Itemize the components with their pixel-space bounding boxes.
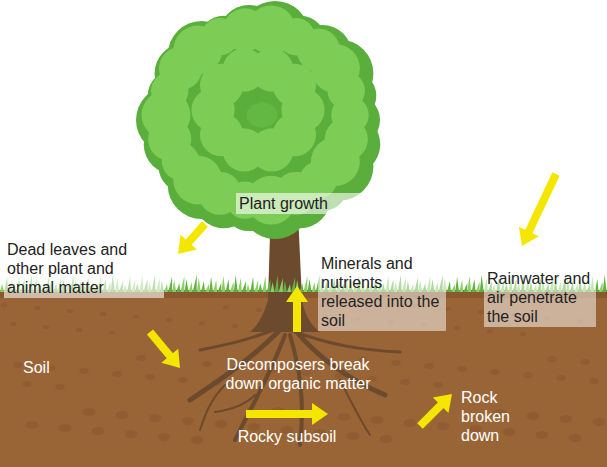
- roots: [190, 328, 400, 445]
- label: Plant growth: [236, 193, 364, 214]
- label: Rainwater and air penetrate the soil: [484, 268, 596, 327]
- label: Decomposers break down organic matter: [208, 354, 388, 394]
- label: Soil: [20, 357, 80, 378]
- label: Dead leaves and other plant and animal m…: [4, 239, 164, 298]
- label: Minerals and nutrients released into the…: [318, 253, 446, 331]
- label: Rocky subsoil: [222, 426, 352, 447]
- label: Rock broken down: [458, 387, 518, 446]
- tree-canopy: [136, 1, 380, 239]
